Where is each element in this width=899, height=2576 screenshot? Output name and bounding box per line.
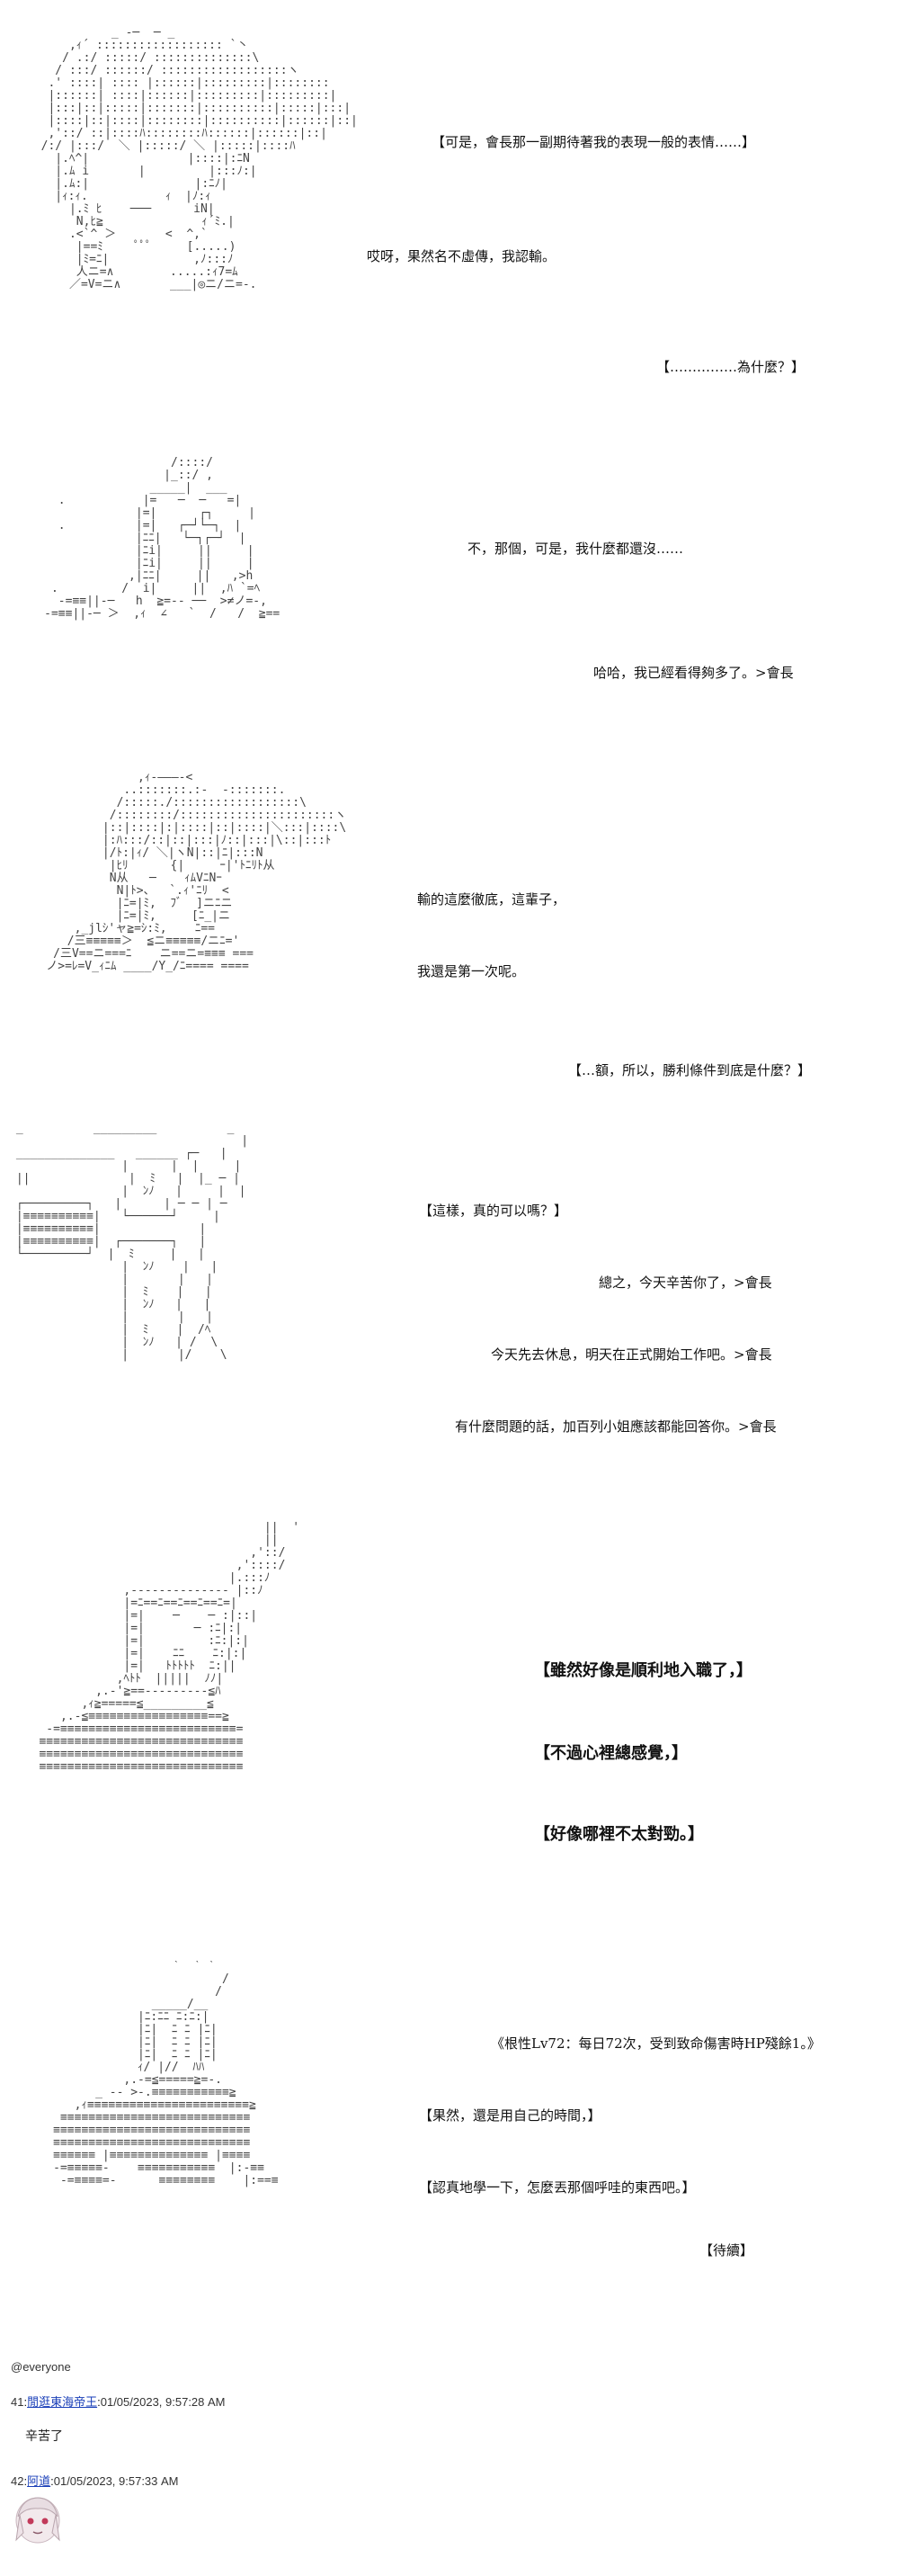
- ascii-art-helmet-back: ` ` ` / / _____/__ |ﾆ:ﾆﾆ ﾆ:ﾆ:| |ﾆ| ﾆ ﾆ |…: [53, 1961, 279, 2187]
- panel-1: _ ‐─ ─ _ ,ｨ´ :::::::::::::::::: `丶 / .:/…: [9, 0, 890, 450]
- dialogue-line: 輸的這麼徹底，這輩子，: [417, 891, 566, 908]
- dialogue-line: 【雖然好像是順利地入職了，】: [534, 1661, 752, 1680]
- dialogue-line: 【可是，會長那一副期待著我的表現一般的表情……】: [432, 134, 756, 150]
- post-author-link[interactable]: 閒逛東海帝王: [27, 2395, 98, 2409]
- dialogue-line: 【…額，所以，勝利條件到底是什麼？】: [568, 1062, 812, 1078]
- post-number: 42: [11, 2474, 24, 2488]
- post-header: 42:阿道:01/05/2023, 9:57:33 AM: [11, 2472, 179, 2489]
- ascii-art-helmet: /::::/ |_::/ , _____| ___ . |= ─ ─ =| |=…: [44, 457, 280, 621]
- post-header: 41:閒逛東海帝王:01/05/2023, 9:57:28 AM: [11, 2393, 226, 2410]
- dialogue-line: 【待續】: [699, 2242, 754, 2258]
- sticker-image: [15, 2497, 60, 2544]
- reply-section: @everyone 41:閒逛東海帝王:01/05/2023, 9:57:28 …: [0, 2358, 899, 2576]
- dialogue-line: 有什麼問題的話，加百列小姐應該都能回答你。>會長: [455, 1418, 777, 1435]
- panel-2: /::::/ |_::/ , _____| ___ . |= ─ ─ =| |=…: [9, 450, 890, 765]
- mention-text: @everyone: [11, 2360, 71, 2374]
- dialogue-line: 不，那個，可是，我什麼都還沒……: [467, 541, 684, 557]
- dialogue-line: 【果然，還是用自己的時間，】: [419, 2107, 601, 2124]
- panel-4: _ _________ _ | ______________ ______ ┌─…: [9, 1123, 890, 1500]
- colon-separator: :: [23, 2474, 28, 2488]
- ascii-art-helmet-side: || ' || ,'::/ ,'::::/ |.:::ﾉ ,-‐‐‐‐‐‐‐‐‐…: [39, 1522, 300, 1774]
- colon-separator: :: [50, 2474, 54, 2488]
- ascii-art-portrait: _ ‐─ ─ _ ,ｨ´ :::::::::::::::::: `丶 / .:/…: [40, 27, 358, 291]
- post-timestamp: 01/05/2023, 9:57:28 AM: [100, 2395, 226, 2409]
- post-body: 辛苦了: [25, 2429, 63, 2444]
- dialogue-line: 【這樣，真的可以嗎？】: [419, 1203, 568, 1219]
- dialogue-line: 【認真地學一下，怎麼丟那個呼哇的東西吧。】: [419, 2179, 696, 2196]
- dialogue-line: 【……………為什麼？】: [656, 359, 806, 375]
- dialogue-line: 《根性Lv72：每日72次，受到致命傷害時HP殘餘1。》: [491, 2035, 821, 2052]
- dialogue-line: 我還是第一次呢。: [417, 963, 526, 979]
- dialogue-line: 總之，今天辛苦你了，>會長: [599, 1275, 772, 1291]
- post-author-link[interactable]: 阿道: [27, 2474, 51, 2488]
- ascii-art-character: ,ｨ‐―――-< ..:::::::.:‐ ‐:::::::. /:::::./…: [46, 772, 347, 973]
- dialogue-line: 【好像哪裡不太對勁。】: [534, 1825, 704, 1844]
- colon-separator: :: [23, 2395, 28, 2409]
- post-number: 41: [11, 2395, 24, 2409]
- ascii-art-doors: _ _________ _ | ______________ ______ ┌─…: [15, 1123, 249, 1362]
- dialogue-line: 【不過心裡總感覺，】: [534, 1744, 688, 1763]
- colon-separator: :: [97, 2395, 101, 2409]
- panel-3: ,ｨ‐―――-< ..:::::::.:‐ ‐:::::::. /:::::./…: [9, 772, 890, 1114]
- panel-5: || ' || ,'::/ ,'::::/ |.:::ﾉ ,-‐‐‐‐‐‐‐‐‐…: [9, 1522, 890, 1918]
- dialogue-line: 哈哈，我已經看得夠多了。>會長: [593, 665, 794, 681]
- dialogue-line: 今天先去休息，明天在正式開始工作吧。>會長: [491, 1346, 772, 1363]
- panel-6: ` ` ` / / _____/__ |ﾆ:ﾆﾆ ﾆ:ﾆ:| |ﾆ| ﾆ ﾆ |…: [9, 1961, 890, 2303]
- dialogue-line: 哎呀，果然名不虛傳，我認輸。: [367, 248, 556, 264]
- post-timestamp: 01/05/2023, 9:57:33 AM: [53, 2474, 179, 2488]
